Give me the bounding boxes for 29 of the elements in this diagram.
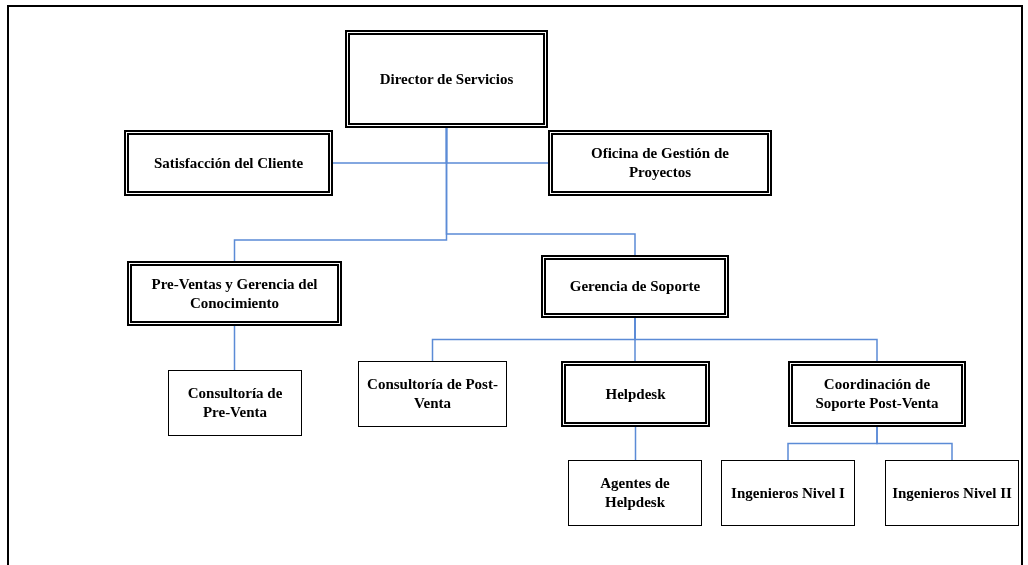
position-box bbox=[788, 361, 966, 427]
connector-line bbox=[445, 127, 636, 256]
connector-line bbox=[876, 426, 953, 461]
connector-line bbox=[634, 317, 878, 362]
position-title: Satisfacción del Cliente bbox=[153, 153, 304, 173]
sub-position-box bbox=[568, 460, 702, 526]
position-title: Ingenieros Nivel II bbox=[892, 483, 1012, 503]
position-title: Consultoría de Pre-Venta bbox=[186, 384, 284, 422]
position-title: Gerencia de Soporte bbox=[569, 277, 701, 296]
position-box bbox=[124, 130, 333, 196]
position-title: Ingenieros Nivel I bbox=[731, 483, 845, 503]
position-title: Helpdesk bbox=[605, 384, 666, 404]
sub-position-box bbox=[721, 460, 855, 526]
sub-position-box bbox=[885, 460, 1019, 526]
position-box bbox=[127, 261, 342, 326]
position-title: Pre-Ventas y Gerencia del Conocimiento bbox=[150, 274, 319, 313]
position-box bbox=[561, 361, 710, 427]
sub-position-box bbox=[168, 370, 302, 436]
position-box bbox=[541, 255, 729, 318]
position-title: Agentes de Helpdesk bbox=[599, 474, 671, 512]
connector-line bbox=[233, 325, 236, 371]
sub-position-box bbox=[358, 361, 507, 427]
connector-line bbox=[634, 426, 637, 461]
position-title: Director de Servicios bbox=[379, 69, 514, 89]
position-title: Consultoría de Post-Venta bbox=[366, 375, 499, 413]
position-box bbox=[548, 130, 772, 196]
position-title: Coordinación de Soporte Post-Venta bbox=[814, 375, 940, 413]
position-box bbox=[345, 30, 548, 128]
position-title: Oficina de Gestión de Proyectos bbox=[590, 144, 730, 182]
